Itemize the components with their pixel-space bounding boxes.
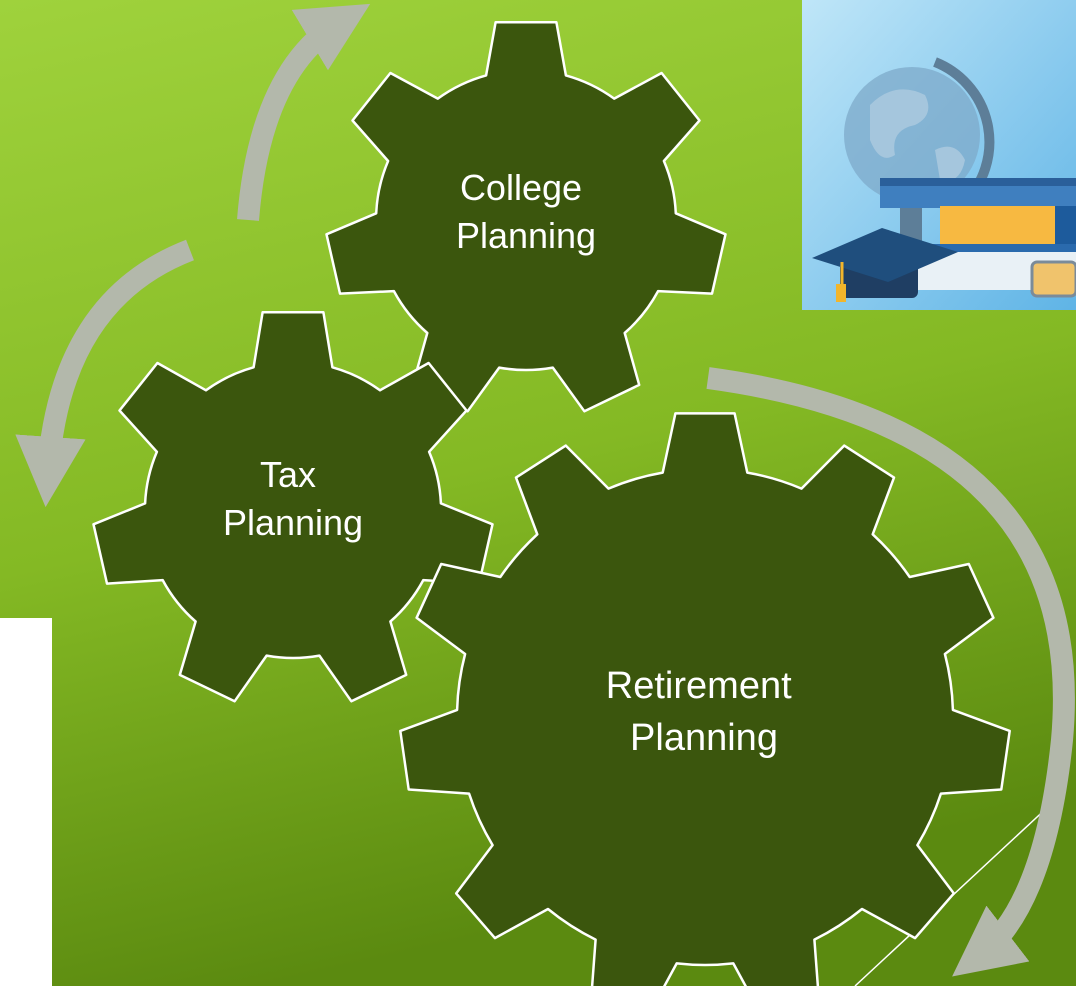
gear-tax-planning: Tax Planning — [92, 311, 494, 703]
tax-gear-icon — [92, 311, 494, 703]
college-gear-label: College Planning — [456, 167, 596, 256]
college-label-line1: College — [460, 167, 582, 208]
tax-gear-label: Tax Planning — [223, 454, 363, 543]
retirement-label-line2: Planning — [630, 717, 778, 759]
retirement-label-line1: Retirement — [606, 665, 792, 707]
gear-retirement-planning: Retirement Planning — [399, 412, 1011, 986]
gear-college-planning: College Planning — [325, 21, 727, 413]
tax-label-line1: Tax — [260, 454, 316, 495]
white-panel — [0, 618, 52, 986]
books-stack — [880, 178, 1076, 298]
arrow-down-left — [15, 239, 195, 508]
arrow-down-right — [706, 367, 1075, 977]
college-gear-icon — [325, 21, 727, 413]
tax-label-line2: Planning — [223, 502, 363, 543]
graduation-cap-icon — [812, 228, 958, 302]
retirement-gear-icon — [399, 412, 1011, 986]
retirement-gear-label: Retirement Planning — [606, 665, 802, 759]
arrow-up-left — [237, 3, 371, 221]
college-label-line2: Planning — [456, 215, 596, 256]
globe-icon — [844, 57, 995, 250]
